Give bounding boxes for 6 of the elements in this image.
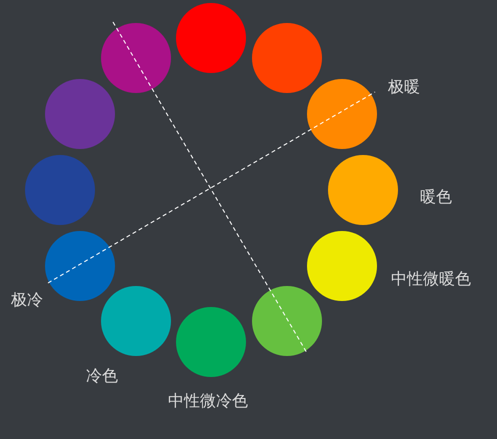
temperature-label: 中性微暖色: [391, 269, 471, 289]
temperature-label: 极暖: [388, 77, 420, 97]
temperature-label: 极冷: [11, 290, 43, 310]
temperature-label: 中性微冷色: [168, 391, 248, 411]
temperature-label: 暖色: [420, 187, 452, 207]
temperature-label: 冷色: [86, 366, 118, 386]
